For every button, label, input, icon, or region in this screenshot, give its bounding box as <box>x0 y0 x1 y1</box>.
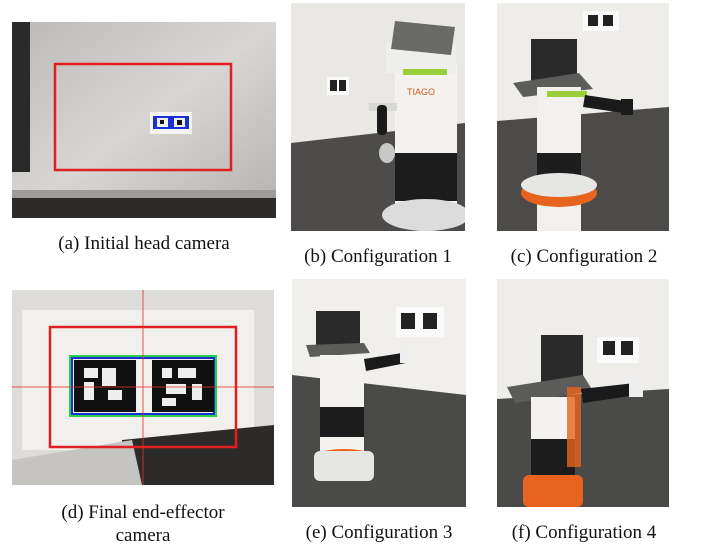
floor <box>292 375 466 507</box>
floor <box>497 107 669 231</box>
bounding-box <box>53 62 233 172</box>
panel-e-configuration-3 <box>292 279 466 507</box>
robot-arm <box>583 95 625 113</box>
robot-photo-config-4 <box>497 279 669 507</box>
caption-a: (a) Initial head camera <box>58 233 230 254</box>
caption-d-line2: camera <box>115 525 171 546</box>
laptop <box>391 21 455 55</box>
panel-c-configuration-2 <box>497 3 669 231</box>
robot-photo-config-3 <box>292 279 466 507</box>
caption-c: (c) Configuration 2 <box>510 246 658 267</box>
caption-b: (b) Configuration 1 <box>304 246 452 267</box>
panel-a-initial-head-camera <box>12 22 276 218</box>
door-frame <box>12 22 30 172</box>
panel-f-configuration-4 <box>497 279 669 507</box>
robot-photo-config-1: TIAGO <box>291 3 465 231</box>
head-camera-image <box>12 22 276 218</box>
robot-logo: TIAGO <box>407 87 435 97</box>
panel-b-configuration-1: TIAGO <box>291 3 465 231</box>
caption-d-line1: (d) Final end-effector <box>61 502 225 523</box>
caption-f: (f) Configuration 4 <box>511 522 657 543</box>
robot-arm <box>581 383 637 403</box>
robot-arm <box>364 353 406 371</box>
caption-e: (e) Configuration 3 <box>305 522 453 543</box>
robot-gripper <box>377 105 387 135</box>
floor <box>12 198 276 218</box>
end-effector-camera-image <box>12 290 274 485</box>
panel-d-final-end-effector-camera <box>12 290 274 485</box>
laptop <box>316 311 360 345</box>
robot-photo-config-2 <box>497 3 669 231</box>
